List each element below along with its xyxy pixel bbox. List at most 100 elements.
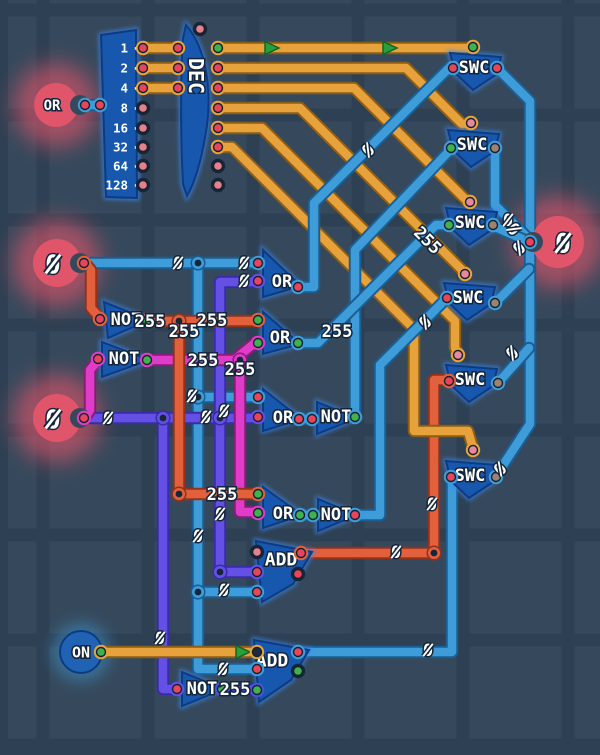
pin[interactable] — [457, 266, 473, 282]
decoder-component[interactable]: DEC — [178, 19, 212, 203]
wire-dec-out6-swc6[interactable] — [211, 140, 480, 455]
wire-swc1-out-to-output[interactable] — [489, 61, 537, 483]
pin[interactable] — [485, 217, 501, 233]
pin[interactable] — [210, 177, 226, 193]
input-bit-panel[interactable]: 1▸2▸4▸8▸16▸32▸64▸128▸ — [98, 27, 140, 201]
pin[interactable] — [304, 411, 320, 427]
pin[interactable] — [92, 311, 108, 327]
not-gate-4[interactable]: NOT — [315, 495, 364, 535]
switch-swc-2[interactable]: SWC — [444, 127, 503, 171]
pin[interactable] — [290, 663, 306, 679]
wire-zero-to-not2[interactable] — [78, 353, 105, 425]
pin[interactable] — [135, 40, 151, 56]
pin[interactable] — [192, 21, 208, 37]
pin[interactable] — [290, 335, 306, 351]
pin[interactable] — [210, 158, 226, 174]
pin[interactable] — [170, 80, 186, 96]
pin[interactable] — [90, 351, 106, 367]
pin[interactable] — [250, 273, 266, 289]
pin[interactable] — [93, 644, 109, 660]
pin[interactable] — [305, 507, 321, 523]
pin[interactable] — [250, 312, 266, 328]
pin[interactable] — [249, 564, 265, 580]
pin[interactable] — [443, 469, 459, 485]
pin[interactable] — [290, 279, 306, 295]
wire-add1-sum-to-swc5[interactable] — [294, 373, 455, 560]
pin[interactable] — [210, 100, 226, 116]
pin[interactable] — [135, 158, 151, 174]
or-gate-2[interactable]: OR — [260, 306, 306, 358]
pin[interactable] — [139, 313, 155, 329]
pin[interactable] — [92, 97, 108, 113]
pin[interactable] — [293, 545, 309, 561]
pin[interactable] — [77, 97, 93, 113]
pin[interactable] — [441, 217, 457, 233]
pin[interactable] — [522, 234, 538, 250]
switch-swc-5[interactable]: SWC — [442, 362, 501, 406]
pin[interactable] — [290, 644, 306, 660]
output-circle-zero-left-bottom[interactable]: 0 — [33, 394, 90, 442]
pin[interactable] — [214, 681, 230, 697]
pin[interactable] — [210, 139, 226, 155]
pin[interactable] — [487, 295, 503, 311]
pin[interactable] — [347, 409, 363, 425]
pin[interactable] — [443, 140, 459, 156]
on-switch[interactable]: ON — [59, 630, 103, 674]
pin[interactable] — [465, 39, 481, 55]
pin[interactable] — [290, 566, 306, 582]
pin[interactable] — [249, 584, 265, 600]
pin[interactable] — [250, 389, 266, 405]
pin[interactable] — [489, 60, 505, 76]
pin[interactable] — [465, 442, 481, 458]
or-gate-4[interactable]: OR — [260, 482, 308, 532]
or-gate-3[interactable]: OR — [260, 383, 307, 435]
pin[interactable] — [76, 410, 92, 426]
pin[interactable] — [463, 115, 479, 131]
wire-add2-sum-to-swc6[interactable] — [292, 470, 459, 659]
pin[interactable] — [170, 60, 186, 76]
wire-or1-to-swc1[interactable] — [291, 61, 456, 294]
switch-swc-4[interactable]: SWC — [440, 280, 499, 324]
pin[interactable] — [169, 681, 185, 697]
pin[interactable] — [249, 644, 265, 660]
pin[interactable] — [291, 411, 307, 427]
wire-zero-bus-branch-add2[interactable] — [191, 390, 260, 676]
wire-not3-to-swc2[interactable] — [348, 141, 459, 424]
pin[interactable] — [445, 60, 461, 76]
pin[interactable] — [135, 60, 151, 76]
wire-swc4-out-to-output[interactable] — [488, 262, 536, 310]
pin[interactable] — [170, 40, 186, 56]
wire-not2-branch-or4[interactable] — [233, 353, 263, 519]
pin[interactable] — [135, 100, 151, 116]
pin[interactable] — [347, 507, 363, 523]
pin[interactable] — [250, 255, 266, 271]
pin[interactable] — [249, 544, 265, 560]
pin[interactable] — [487, 140, 503, 156]
pin[interactable] — [250, 409, 266, 425]
pin[interactable] — [139, 352, 155, 368]
pin[interactable] — [210, 60, 226, 76]
pin[interactable] — [450, 347, 466, 363]
wire-swc5-out-to-output[interactable] — [491, 341, 536, 390]
switch-swc-3[interactable]: SWC — [442, 205, 501, 249]
pin[interactable] — [135, 177, 151, 193]
pin[interactable] — [210, 80, 226, 96]
pin[interactable] — [210, 120, 226, 136]
pin[interactable] — [210, 40, 226, 56]
pin[interactable] — [135, 80, 151, 96]
pin[interactable] — [490, 375, 506, 391]
pin[interactable] — [441, 373, 457, 389]
wire-value-text: 255 — [188, 351, 219, 371]
pin[interactable] — [292, 507, 308, 523]
pin[interactable] — [462, 194, 478, 210]
pin[interactable] — [250, 505, 266, 521]
pin[interactable] — [249, 661, 265, 677]
pin[interactable] — [135, 139, 151, 155]
pin[interactable] — [250, 335, 266, 351]
pin[interactable] — [439, 290, 455, 306]
pin[interactable] — [249, 682, 265, 698]
pin[interactable] — [135, 120, 151, 136]
wire-not4-to-swc4[interactable] — [348, 291, 454, 522]
pin[interactable] — [76, 255, 92, 271]
pin[interactable] — [250, 486, 266, 502]
